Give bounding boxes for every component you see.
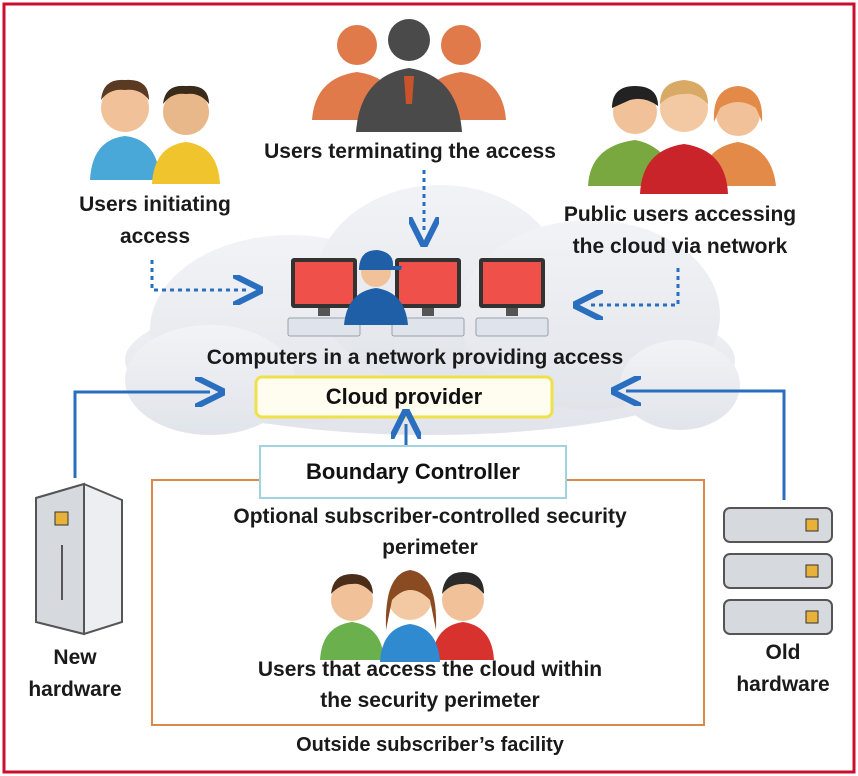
label-public-users-line1: Public users accessing: [563, 203, 797, 226]
boundary-controller-box: [259, 445, 567, 499]
label-inside-users-line1: Users that access the cloud within: [257, 658, 603, 681]
arrow-initiating: [150, 260, 248, 290]
label-users-initiating-line2: access: [119, 225, 191, 248]
cloud-provider-label: Cloud provider: [325, 384, 483, 409]
label-new-hardware-line1: New: [53, 646, 97, 669]
label-optional-perimeter-line1: Optional subscriber-controlled security: [233, 505, 627, 528]
arrow-old-hardware: [626, 391, 786, 500]
label-inside-users-line2: the security perimeter: [320, 689, 540, 712]
perimeter-users-icon: [320, 570, 494, 662]
boundary-controller-label: Boundary Controller: [306, 459, 520, 484]
arrow-public: [588, 268, 680, 305]
technician-icon: [344, 250, 408, 325]
label-users-initiating-line1: Users initiating: [79, 193, 231, 216]
label-new-hardware-line2: hardware: [28, 678, 122, 701]
monitor-icon: [391, 258, 465, 337]
monitor-icon: [475, 258, 549, 337]
label-public-users-line2: the cloud via network: [572, 235, 788, 258]
monitor-icon: [287, 258, 361, 337]
tower-server-icon: [35, 482, 123, 636]
rack-server-icon: [723, 507, 833, 635]
label-old-hardware-line1: Old: [765, 641, 801, 664]
arrow-new-hardware: [73, 392, 210, 478]
label-old-hardware-line2: hardware: [736, 673, 830, 696]
label-outside-facility: Outside subscriber’s facility: [296, 734, 564, 756]
label-optional-perimeter-line2: perimeter: [382, 536, 478, 559]
label-computers-network: Computers in a network providing access: [206, 346, 624, 369]
people-group-icon: [312, 19, 506, 132]
public-users-icon: [588, 80, 776, 194]
user-pair-icon: [90, 79, 220, 184]
label-users-terminating: Users terminating the access: [264, 140, 556, 163]
